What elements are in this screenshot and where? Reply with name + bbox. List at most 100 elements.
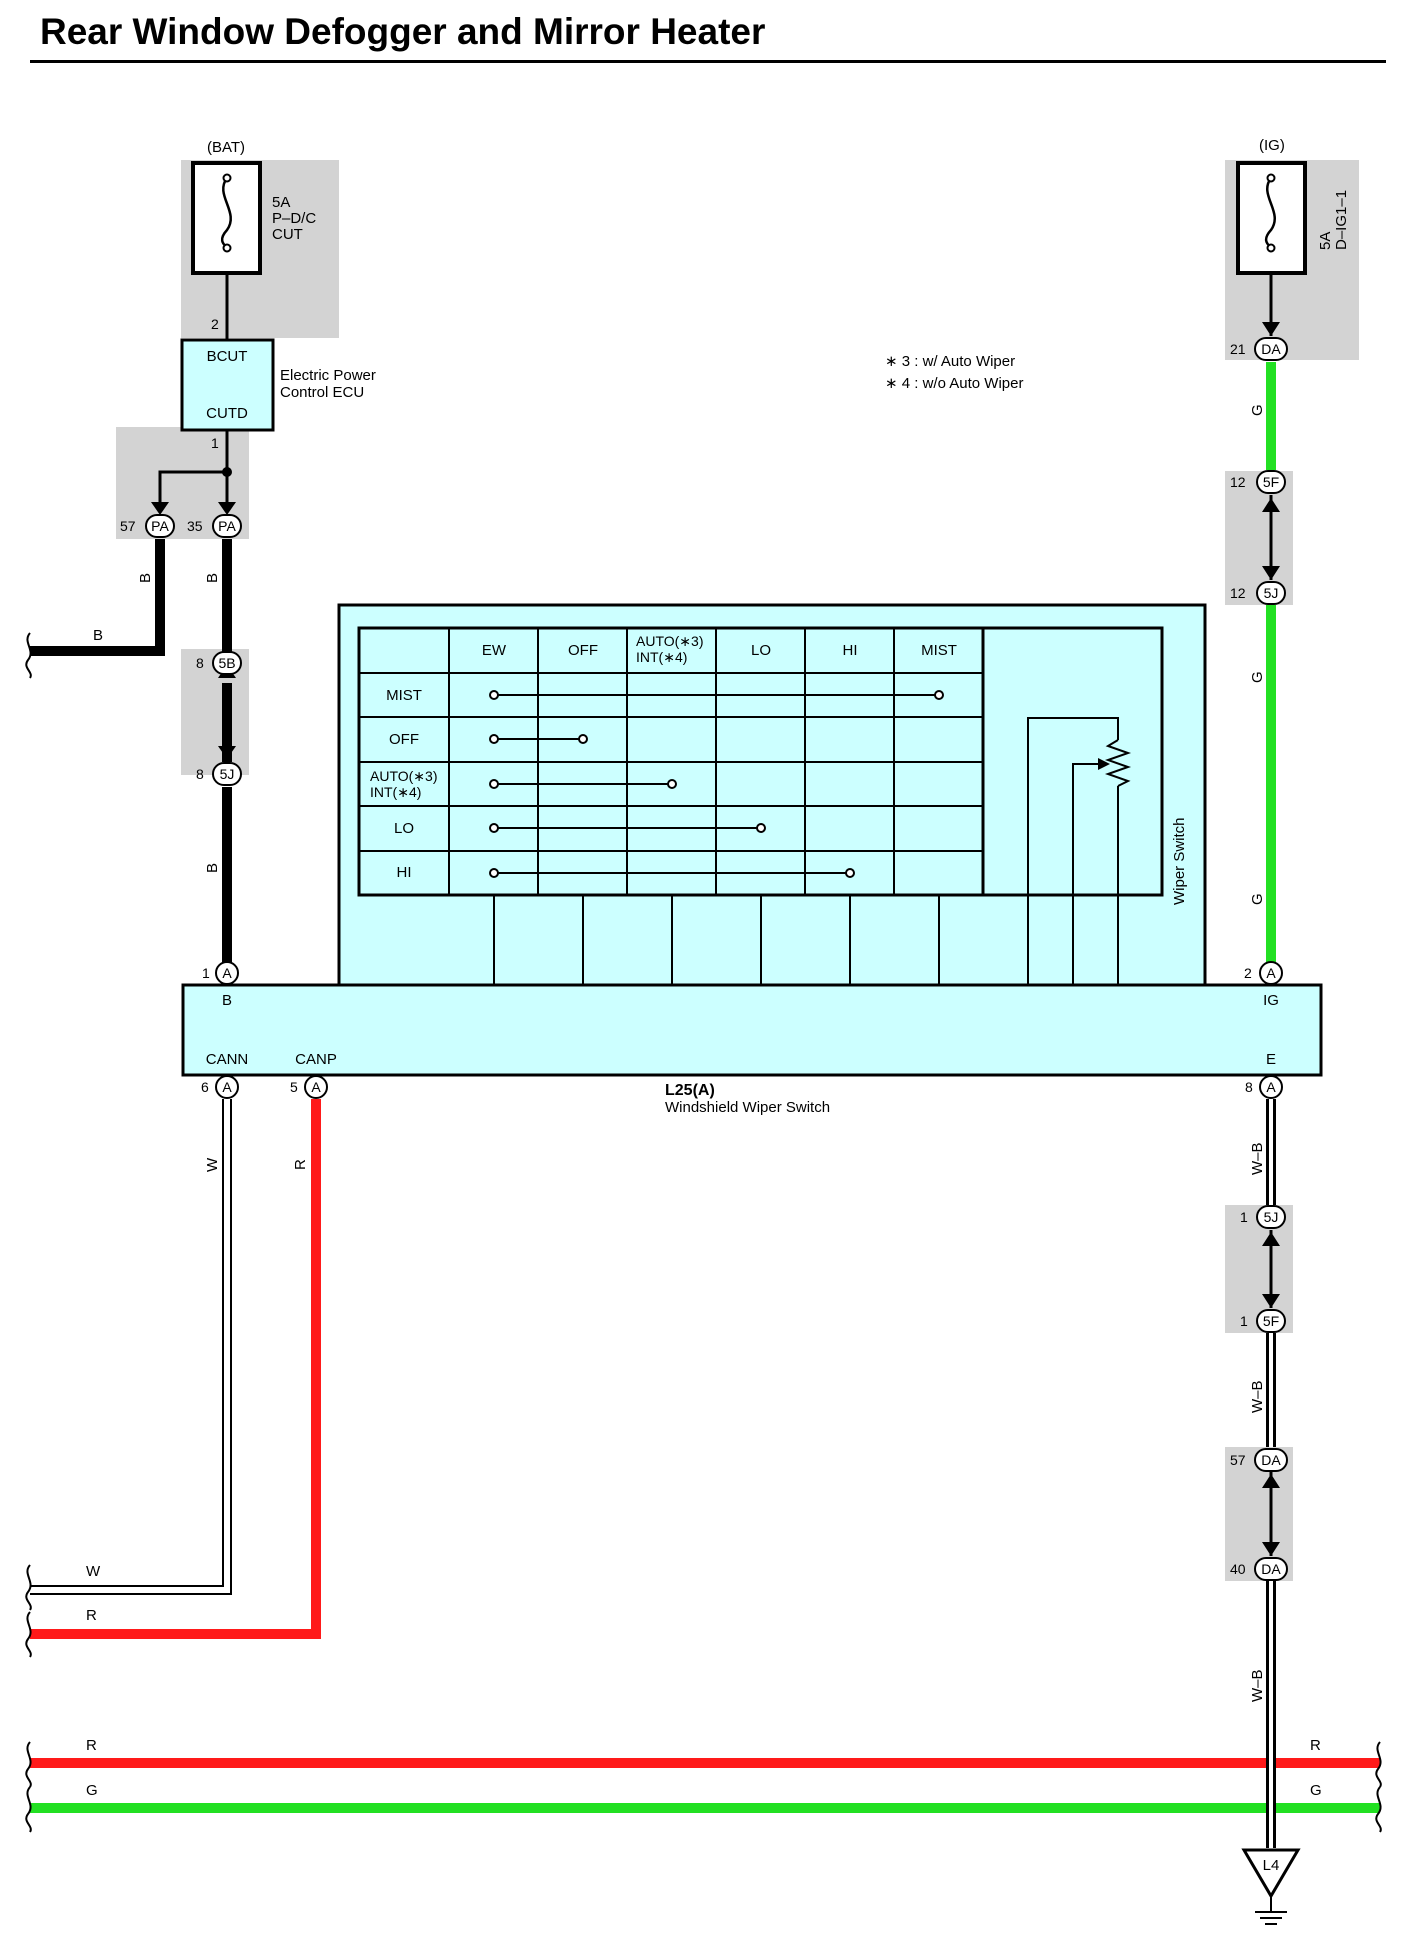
wire-label-g-1: G <box>1249 404 1266 416</box>
svg-text:12: 12 <box>1230 585 1246 601</box>
row-mist: MIST <box>386 687 422 704</box>
shade-g-junction <box>1225 471 1293 605</box>
title-rule <box>30 60 1386 63</box>
svg-text:5J: 5J <box>220 766 235 782</box>
shade-wb-junction-1 <box>1225 1205 1293 1333</box>
terminal-canp: CANP <box>295 1051 337 1068</box>
svg-text:PA: PA <box>218 518 236 534</box>
bat-supply-label: (BAT) <box>207 139 245 156</box>
connector-5j-b: 5J 8 <box>196 762 242 786</box>
wire-label-wb-3: W–B <box>1249 1669 1266 1702</box>
wire-label-g-2: G <box>1249 671 1266 683</box>
connector-pa35: PA 35 <box>187 514 242 538</box>
svg-text:1: 1 <box>1240 1209 1248 1225</box>
ground-icon <box>1241 1848 1301 1899</box>
bus-label-g-right: G <box>1310 1782 1322 1799</box>
svg-text:8: 8 <box>196 655 204 671</box>
svg-text:5B: 5B <box>218 655 235 671</box>
connector-a1: A 1 <box>202 961 239 985</box>
svg-text:5F: 5F <box>1263 474 1279 490</box>
svg-text:DA: DA <box>1261 1452 1281 1468</box>
ig-fuse-box <box>1236 161 1307 275</box>
connector-a8: A 8 <box>1245 1075 1283 1099</box>
svg-text:A: A <box>222 965 232 981</box>
switch-contacts <box>489 690 944 878</box>
bat-fuse-name-1: P–D/C <box>272 210 316 227</box>
wire-label-b-1: B <box>137 573 154 583</box>
terminal-b: B <box>222 992 232 1009</box>
wire-label-b-3: B <box>204 863 221 873</box>
wire-label-wb-1: W–B <box>1249 1142 1266 1175</box>
connector-5f-wb: 5F 1 <box>1240 1309 1286 1333</box>
wire-label-w: W <box>204 1157 221 1172</box>
svg-text:5J: 5J <box>1264 1209 1279 1225</box>
terminal-e: E <box>1266 1051 1276 1068</box>
row-off: OFF <box>389 731 419 748</box>
svg-text:1: 1 <box>1240 1313 1248 1329</box>
connector-da40: DA 40 <box>1230 1557 1288 1581</box>
wire-label-wb-2: W–B <box>1249 1380 1266 1413</box>
connector-5b: 5B 8 <box>196 651 242 675</box>
col-mist: MIST <box>921 642 957 659</box>
ecu-pin-bottom-number: 1 <box>211 435 219 451</box>
col-ew: EW <box>482 642 507 659</box>
svg-text:DA: DA <box>1261 1561 1281 1577</box>
ig-supply-label: (IG) <box>1259 137 1285 154</box>
switch-name: Windshield Wiper Switch <box>665 1099 830 1116</box>
connector-da21: DA 21 <box>1230 337 1288 361</box>
wire-label-r: R <box>292 1159 309 1170</box>
terminal-cann: CANN <box>206 1051 249 1068</box>
ecu-name-2: Control ECU <box>280 384 364 401</box>
connector-a5: A 5 <box>290 1075 328 1099</box>
svg-text:57: 57 <box>120 518 136 534</box>
row-auto: AUTO(∗3) <box>370 768 437 784</box>
wire-label-w-left: W <box>86 1563 101 1580</box>
ground-label: L4 <box>1263 1857 1280 1874</box>
ecu-pin-top-number: 2 <box>211 316 219 332</box>
ig-fuse-name: D–IG1–1 <box>1333 190 1350 250</box>
svg-text:2: 2 <box>1244 965 1252 981</box>
connector-badges: PA 57 PA 35 5B 8 5J 8 A 1 DA 21 <box>120 337 1288 1581</box>
svg-text:1: 1 <box>202 965 210 981</box>
wiper-switch-label: Wiper Switch <box>1171 817 1188 905</box>
svg-text:A: A <box>311 1079 321 1095</box>
ecu-pin-bcut: BCUT <box>207 348 248 365</box>
svg-text:35: 35 <box>187 518 203 534</box>
wire-red <box>30 1099 321 1639</box>
bus-label-g-left: G <box>86 1782 98 1799</box>
svg-text:40: 40 <box>1230 1561 1246 1577</box>
connector-a6: A 6 <box>201 1075 239 1099</box>
svg-text:12: 12 <box>1230 474 1246 490</box>
svg-text:PA: PA <box>151 518 169 534</box>
col-off: OFF <box>568 642 598 659</box>
col-hi: HI <box>843 642 858 659</box>
wire-label-b-2: B <box>204 573 221 583</box>
wire-label-b-left: B <box>93 627 103 644</box>
svg-text:8: 8 <box>196 766 204 782</box>
terminal-ig: IG <box>1263 992 1279 1009</box>
col-int: INT(∗4) <box>636 649 687 665</box>
connector-5j-wb: 5J 1 <box>1240 1205 1286 1229</box>
row-hi: HI <box>397 864 412 881</box>
wiper-switch-matrix <box>357 626 1164 985</box>
wire-white <box>30 1099 232 1595</box>
svg-text:21: 21 <box>1230 341 1246 357</box>
col-lo: LO <box>751 642 771 659</box>
connector-5f-g: 5F 12 <box>1230 470 1286 494</box>
svg-text:8: 8 <box>1245 1079 1253 1095</box>
note-1: ∗ 3 : w/ Auto Wiper <box>885 353 1015 370</box>
svg-text:5: 5 <box>290 1079 298 1095</box>
connector-da57: DA 57 <box>1230 1448 1288 1472</box>
connector-5j-g: 5J 12 <box>1230 581 1286 605</box>
svg-text:6: 6 <box>201 1079 209 1095</box>
bat-fuse-rating: 5A <box>272 194 290 211</box>
svg-text:A: A <box>222 1079 232 1095</box>
bus-label-r-right: R <box>1310 1737 1321 1754</box>
switch-connector-block <box>181 983 1323 1077</box>
svg-text:DA: DA <box>1261 341 1281 357</box>
svg-text:5J: 5J <box>1264 585 1279 601</box>
svg-text:A: A <box>1266 1079 1276 1095</box>
bat-fuse-name-2: CUT <box>272 226 303 243</box>
row-lo: LO <box>394 820 414 837</box>
